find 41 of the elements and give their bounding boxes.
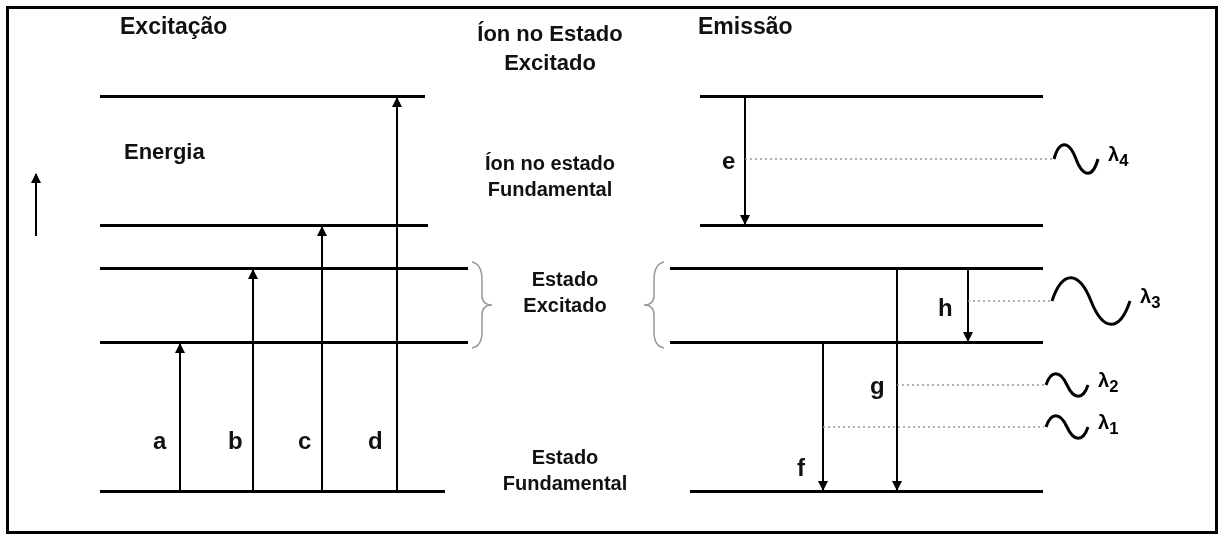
energy-level-line bbox=[100, 224, 428, 227]
energy-level-line bbox=[700, 95, 1043, 98]
text-label: Energia bbox=[124, 138, 206, 166]
energy-level-line bbox=[100, 95, 425, 98]
energy-level-line bbox=[670, 267, 1043, 270]
energy-level-line bbox=[100, 341, 468, 344]
text-label: Emissão bbox=[698, 12, 794, 41]
edge-label: h bbox=[938, 293, 953, 323]
edge-label: a bbox=[153, 426, 167, 456]
wavelength-label: λ$_{2}$ bbox=[1098, 369, 1119, 397]
wavelength-label: λ$_{4}$ bbox=[1108, 143, 1129, 171]
energy-level-line bbox=[100, 267, 468, 270]
arrow bbox=[248, 269, 258, 491]
energy-level-line bbox=[100, 490, 445, 493]
wavelength-label: λ$_{1}$ bbox=[1098, 411, 1119, 439]
arrow bbox=[740, 97, 750, 225]
edge-label: b bbox=[228, 426, 243, 456]
text-label: Estado Fundamental bbox=[501, 445, 629, 496]
edge-label: f bbox=[797, 453, 805, 483]
dotted-line bbox=[967, 300, 1051, 302]
arrow bbox=[317, 226, 327, 491]
edge-label: e bbox=[722, 146, 736, 176]
arrow bbox=[818, 343, 828, 491]
dotted-line bbox=[896, 384, 1045, 386]
text-label: Excitação bbox=[120, 12, 229, 41]
text-label: Íon no estado Fundamental bbox=[484, 151, 616, 202]
arrow bbox=[963, 269, 973, 342]
arrow bbox=[175, 343, 185, 491]
text-label: Íon no Estado Excitado bbox=[476, 20, 624, 77]
dotted-line bbox=[744, 158, 1053, 160]
wavelength-label: λ$_{3}$ bbox=[1140, 285, 1161, 313]
edge-label: d bbox=[368, 426, 383, 456]
energy-level-line bbox=[670, 341, 1043, 344]
energy-level-line bbox=[690, 490, 1043, 493]
dotted-line bbox=[822, 426, 1045, 428]
edge-label: c bbox=[298, 426, 312, 456]
energy-level-line bbox=[700, 224, 1043, 227]
arrow bbox=[892, 269, 902, 491]
arrow bbox=[392, 97, 402, 491]
text-label: Estado Excitado bbox=[522, 267, 608, 318]
edge-label: g bbox=[870, 371, 885, 401]
